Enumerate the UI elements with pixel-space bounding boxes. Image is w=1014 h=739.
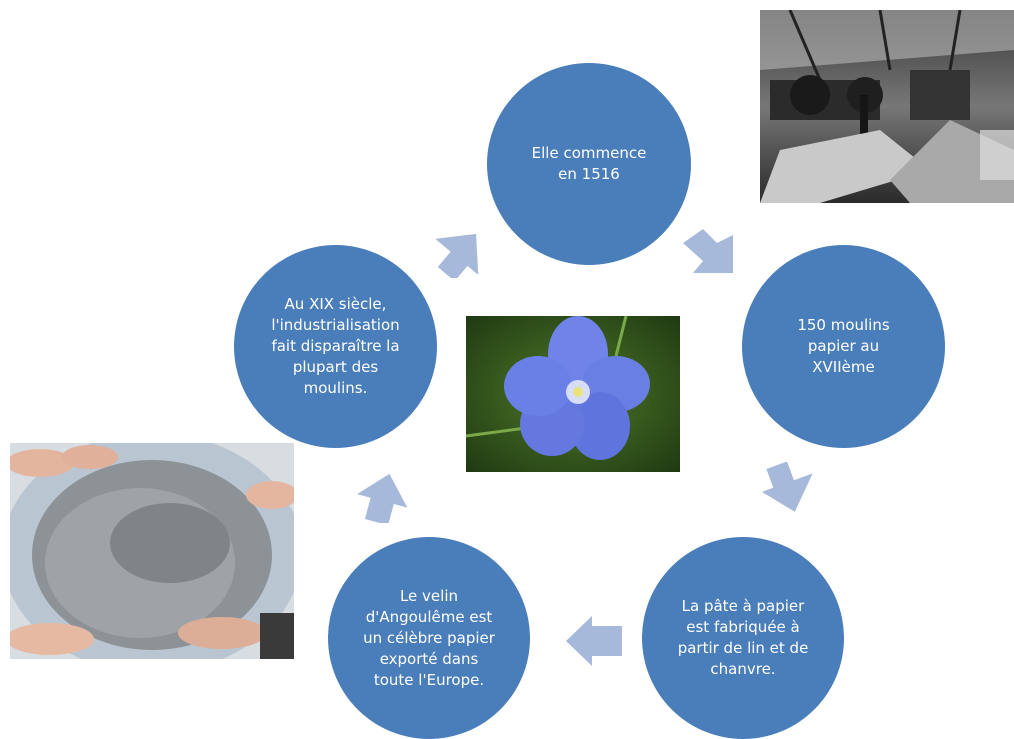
factory-photo (760, 10, 1014, 203)
cycle-node-velin: Le velin d'Angoulême est un célèbre papi… (328, 537, 530, 739)
cycle-node-label: La pâte à papier est fabriquée à partir … (677, 597, 809, 678)
flax-flower-photo (466, 316, 680, 472)
arrow-velin-to-industrial (357, 473, 408, 523)
cycle-node-pulp: La pâte à papier est fabriquée à partir … (642, 537, 844, 739)
arrow-industrial-to-start (435, 233, 479, 278)
cycle-node-start: Elle commence en 1516 (487, 63, 691, 265)
cycle-node-label: 150 moulins papier au XVIIème (797, 316, 890, 376)
paper-pulp-photo (10, 443, 294, 659)
cycle-node-label: Elle commence en 1516 (531, 144, 647, 183)
cycle-node-label: Le velin d'Angoulême est un célèbre papi… (363, 586, 495, 689)
cycle-node-mills: 150 moulins papier au XVIIème (742, 245, 945, 448)
cycle-node-industrial: Au XIX siècle, l'industrialisation fait … (234, 245, 437, 448)
arrow-start-to-mills (683, 229, 733, 273)
arrow-mills-to-pulp (762, 462, 813, 512)
cycle-node-label: Au XIX siècle, l'industrialisation fait … (271, 295, 400, 397)
arrow-pulp-to-velin (566, 616, 622, 666)
